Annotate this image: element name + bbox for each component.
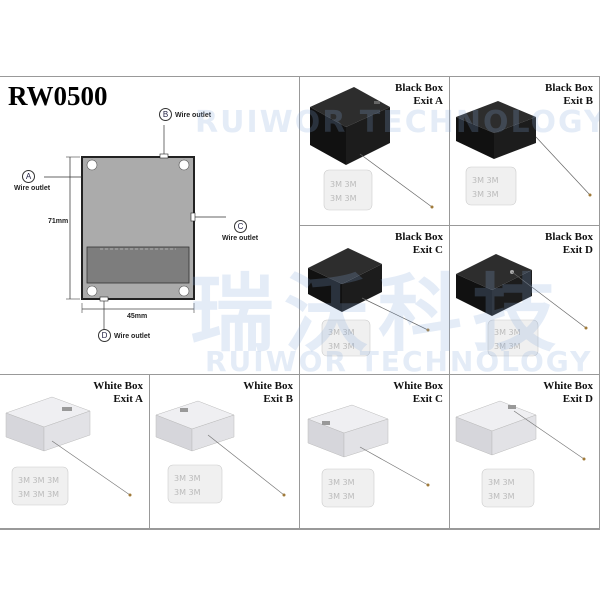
cell-label: Black Box Exit A: [395, 82, 443, 107]
cell-black-exit-b: 3M 3M 3M 3M Black Box Exit B: [450, 77, 600, 226]
svg-text:3M 3M: 3M 3M: [488, 478, 515, 487]
cell-label: White Box Exit B: [243, 380, 293, 405]
black-box-exit-a-image: 3M 3M 3M 3M: [310, 87, 434, 211]
svg-text:3M 3M: 3M 3M: [494, 328, 521, 337]
svg-text:3M 3M: 3M 3M: [330, 180, 357, 189]
svg-text:3M 3M: 3M 3M: [494, 342, 521, 351]
black-box-exit-b-image: 3M 3M 3M 3M: [456, 101, 592, 206]
wire-outlet-label-c: Wire outlet: [222, 235, 259, 242]
wire-outlet-label-a: Wire outlet: [14, 185, 51, 192]
svg-text:3M 3M 3M: 3M 3M 3M: [18, 476, 59, 485]
white-box-exit-b-image: 3M 3M 3M 3M: [155, 400, 286, 504]
cell-white-exit-a: 3M 3M 3M 3M 3M 3M White Box Exit A: [0, 375, 150, 529]
cell-white-exit-d: 3M 3M 3M 3M White Box Exit D: [450, 375, 600, 529]
svg-text:3M 3M: 3M 3M: [174, 474, 201, 483]
white-box-exit-d-image: 3M 3M 3M 3M: [455, 400, 586, 508]
cell-white-exit-b: 3M 3M 3M 3M White Box Exit B: [150, 375, 300, 529]
cell-label: White Box Exit A: [93, 380, 143, 405]
svg-text:3M 3M: 3M 3M: [330, 194, 357, 203]
svg-text:3M 3M 3M: 3M 3M 3M: [18, 490, 59, 499]
svg-text:3M 3M: 3M 3M: [472, 176, 499, 185]
diagram-panel: RW0500 A: [0, 77, 300, 375]
dimension-height: 71mm: [48, 218, 69, 225]
svg-text:3M 3M: 3M 3M: [328, 328, 355, 337]
marker-c: C: [234, 220, 247, 233]
marker-d: D: [98, 329, 111, 342]
dimension-width: 45mm: [127, 313, 148, 320]
cell-label: White Box Exit C: [393, 380, 443, 405]
wire-outlet-label-b: Wire outlet: [175, 112, 212, 119]
wire-outlet-label-d: Wire outlet: [114, 333, 151, 340]
cell-label: Black Box Exit C: [395, 231, 443, 256]
cell-black-exit-d: 3M 3M 3M 3M Black Box Exit D: [450, 226, 600, 375]
cell-white-exit-c: 3M 3M 3M 3M White Box Exit C: [300, 375, 450, 529]
svg-text:3M 3M: 3M 3M: [488, 492, 515, 501]
cell-label: White Box Exit D: [543, 380, 593, 405]
black-box-exit-c-image: 3M 3M 3M 3M: [308, 248, 430, 357]
model-title: RW0500: [8, 81, 108, 111]
marker-a: A: [22, 170, 35, 183]
marker-b: B: [159, 108, 172, 121]
cell-label: Black Box Exit D: [545, 231, 593, 256]
dimension-diagram: [44, 125, 226, 331]
svg-text:3M 3M: 3M 3M: [328, 492, 355, 501]
white-box-exit-c-image: 3M 3M 3M 3M: [307, 404, 430, 508]
cell-black-exit-a: 3M 3M 3M 3M Black Box Exit A: [300, 77, 450, 226]
svg-text:3M 3M: 3M 3M: [328, 478, 355, 487]
white-box-exit-a-image: 3M 3M 3M 3M 3M 3M: [5, 396, 132, 506]
black-box-exit-d-image: 3M 3M 3M 3M: [456, 254, 588, 357]
svg-text:3M 3M: 3M 3M: [174, 488, 201, 497]
cell-black-exit-c: 3M 3M 3M 3M Black Box Exit C: [300, 226, 450, 375]
cell-label: Black Box Exit B: [545, 82, 593, 107]
svg-text:3M 3M: 3M 3M: [328, 342, 355, 351]
product-sheet: RW0500 A: [0, 76, 600, 530]
svg-text:3M 3M: 3M 3M: [472, 190, 499, 199]
